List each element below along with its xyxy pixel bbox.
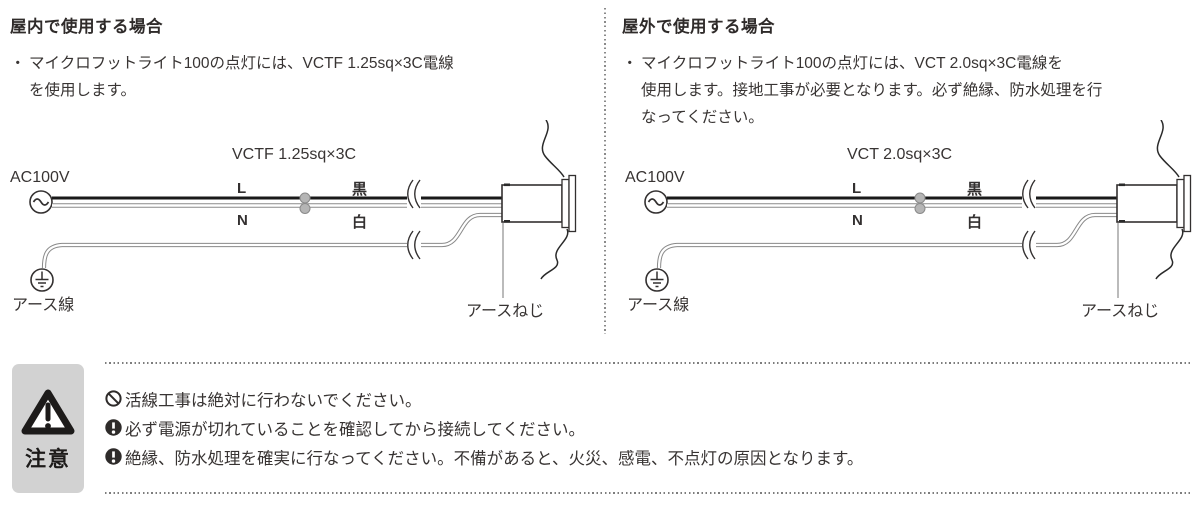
body-line: 使用します。接地工事が必要となります。必ず絶縁、防水処理を行 (641, 82, 1103, 99)
caution-item: 活線工事は絶対に行わないでください。 (105, 384, 1191, 413)
light-fixture (1116, 174, 1192, 233)
outdoor-section-heading: 屋外で使用する場合 (622, 18, 775, 36)
earth-wire-label: アース線 (12, 296, 74, 314)
ac-sine-glyph (32, 198, 50, 206)
prohibition-icon (105, 390, 122, 407)
caution-text: 活線工事は絶対に行わないでください。 (125, 391, 422, 410)
caution-badge: 注意 (12, 364, 84, 493)
ac-source-label: AC100V (625, 169, 685, 186)
body-line: マイクロフットライト100の点灯には、VCTF 1.25sq×3C電線 (29, 55, 454, 72)
earth-ground-icon (645, 268, 669, 292)
earth-screw-label: アースねじ (1081, 302, 1159, 320)
black-wire-label: 黒 (352, 181, 367, 198)
cable-type-label: VCT 2.0sq×3C (847, 146, 952, 163)
connector-dot (299, 203, 311, 214)
neutral-label: N (237, 212, 248, 229)
break-mark (407, 179, 421, 209)
caution-badge-label: 注意 (25, 447, 71, 471)
earth-wire (41, 212, 502, 269)
wall-wavy-line (540, 120, 569, 280)
caution-bottom-dotted-line (105, 492, 1191, 494)
live-label: L (237, 180, 246, 197)
break-mark (1022, 179, 1036, 209)
caution-text: 絶縁、防水処理を確実に行なってください。不備があると、火災、感電、不点灯の原因と… (125, 449, 864, 468)
indoor-section-body: ・ マイクロフットライト100の点灯には、VCTF 1.25sq×3C電線 を使… (10, 50, 454, 104)
indoor-section-heading: 屋内で使用する場合 (10, 18, 163, 36)
ac-source-label: AC100V (10, 169, 70, 186)
ac-sine-glyph (647, 198, 665, 206)
warning-triangle-icon (21, 389, 75, 434)
connector-dot (914, 192, 926, 204)
body-line: マイクロフットライト100の点灯には、VCT 2.0sq×3C電線を (641, 55, 1063, 72)
neutral-label: N (852, 212, 863, 229)
wall-wavy-line (1155, 120, 1184, 280)
cable-type-label: VCTF 1.25sq×3C (232, 146, 356, 163)
bullet: ・ (622, 55, 638, 72)
white-wire-label: 白 (967, 213, 982, 231)
caution-top-dotted-line (105, 362, 1191, 364)
indoor-wiring-diagram: VCTF 1.25sq×3C AC100V L 黒 N 白 (0, 120, 600, 332)
caution-text: 必ず電源が切れていることを確認してから接続してください。 (125, 420, 586, 439)
bullet: ・ (10, 55, 26, 72)
earth-wire (656, 212, 1117, 269)
caution-list: 活線工事は絶対に行わないでください。 必ず電源が切れていることを確認してから接続… (105, 384, 1191, 471)
white-wire-label: 白 (352, 213, 367, 231)
connector-dot (914, 203, 926, 214)
outdoor-section-body: ・ マイクロフットライト100の点灯には、VCT 2.0sq×3C電線を 使用し… (622, 50, 1102, 131)
earth-screw-label: アースねじ (466, 302, 544, 320)
exclamation-circle-icon (105, 448, 122, 465)
light-fixture (501, 174, 577, 233)
column-divider (604, 8, 606, 334)
outdoor-body-lines: マイクロフットライト100の点灯には、VCT 2.0sq×3C電線を 使用します… (641, 50, 1102, 131)
earth-wire-label: アース線 (627, 296, 689, 314)
body-line: なってください。 (641, 109, 764, 126)
body-line: を使用します。 (29, 82, 136, 99)
exclamation-circle-icon (105, 419, 122, 436)
earth-ground-icon (30, 268, 54, 292)
black-wire-label: 黒 (967, 181, 982, 198)
break-mark (407, 230, 421, 260)
outdoor-wiring-diagram: VCT 2.0sq×3C AC100V L 黒 N 白 (615, 120, 1200, 332)
live-label: L (852, 180, 861, 197)
caution-item: 絶縁、防水処理を確実に行なってください。不備があると、火災、感電、不点灯の原因と… (105, 442, 1191, 471)
caution-item: 必ず電源が切れていることを確認してから接続してください。 (105, 413, 1191, 442)
indoor-body-lines: マイクロフットライト100の点灯には、VCTF 1.25sq×3C電線 を使用し… (29, 50, 454, 104)
break-mark (1022, 230, 1036, 260)
connector-dot (299, 192, 311, 204)
